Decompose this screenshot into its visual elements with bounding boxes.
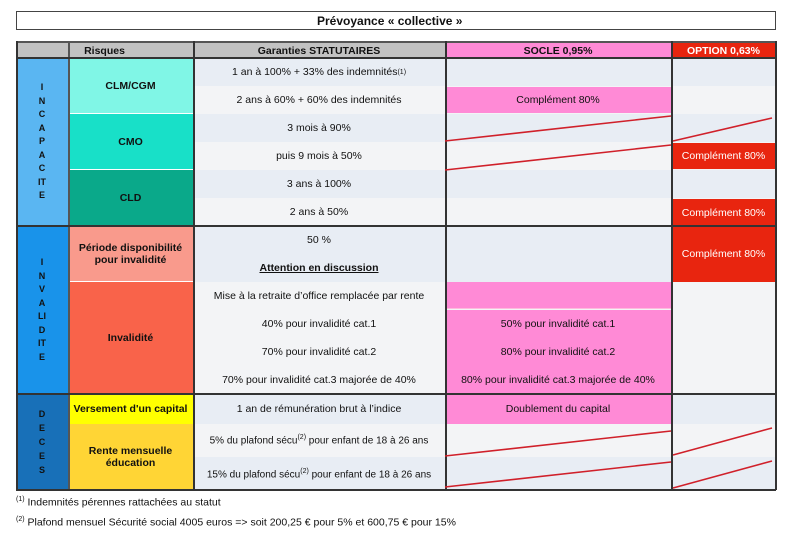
garantie-row: 2 ans à 50%	[289, 206, 349, 218]
garantie-row: 3 mois à 90%	[287, 122, 351, 134]
socle-cell: Doublement du capital	[445, 394, 671, 424]
strike-line	[444, 144, 672, 171]
header-option: OPTION 0,63%	[671, 41, 776, 58]
garantie-row: 50 %	[307, 234, 331, 246]
strike-line	[444, 115, 672, 142]
strike-line	[672, 117, 773, 142]
garantie-row: puis 9 mois à 50%	[276, 150, 362, 162]
footnote-2: (2) Plafond mensuel Sécurité social 4005…	[16, 516, 456, 529]
strike-line	[672, 427, 773, 456]
risk-periode: Période disponibilité pour invalidité	[68, 226, 193, 282]
garantie-row: 70% pour invalidité cat.2	[261, 346, 377, 358]
socle-cell: 80% pour invalidité cat.3 majorée de 40%	[445, 366, 671, 394]
risk-invalidite: Invalidité	[68, 282, 193, 394]
section-deces: DECES	[16, 394, 68, 490]
socle-cell: 50% pour invalidité cat.1	[445, 310, 671, 338]
strike-line	[444, 461, 672, 488]
garantie-row: 1 an à 100% + 33% des indemnités(1)	[231, 66, 407, 78]
option-cell: Complément 80%	[671, 143, 776, 169]
garantie-row: 1 an de rémunération brut à l’indice	[236, 403, 402, 415]
risk-clm: CLM/CGM	[68, 58, 193, 114]
socle-cell: Complément 80%	[445, 87, 671, 113]
garantie-row: Mise à la retraite d’office remplacée pa…	[213, 290, 425, 302]
section-invalidite: INVALIDITE	[16, 226, 68, 394]
garantie-row: 15% du plafond sécu(2) pour enfant de 18…	[206, 467, 432, 481]
garantie-row: 40% pour invalidité cat.1	[261, 318, 377, 330]
header-socle: SOCLE 0,95%	[445, 41, 671, 58]
strike-line	[444, 430, 672, 457]
garantie-row: 5% du plafond sécu(2) pour enfant de 18 …	[209, 434, 429, 447]
risk-versement: Versement d'un capital	[68, 394, 193, 424]
garantie-row: 3 ans à 100%	[286, 178, 352, 190]
garantie-warning: Attention en discussion	[259, 262, 379, 274]
garantie-row: 2 ans à 60% + 60% des indemnités	[236, 94, 402, 106]
page-title: Prévoyance « collective »	[16, 11, 776, 30]
header-risques: Risques	[16, 41, 193, 58]
garantie-row: 70% pour invalidité cat.3 majorée de 40%	[222, 374, 416, 386]
strike-line	[672, 460, 773, 489]
footnote-1: (1) Indemnités pérennes rattachées au st…	[16, 496, 221, 509]
socle-cell	[445, 282, 671, 309]
option-cell: Complément 80%	[671, 226, 776, 282]
risk-cmo: CMO	[68, 114, 193, 170]
section-incapacite: INCAPACITE	[16, 58, 68, 226]
header-garanties: Garanties STATUTAIRES	[193, 41, 445, 58]
risk-rente: Rente mensuelle éducation	[68, 424, 193, 490]
socle-cell: 80% pour invalidité cat.2	[445, 338, 671, 366]
risk-cld: CLD	[68, 170, 193, 226]
option-cell: Complément 80%	[671, 199, 776, 226]
